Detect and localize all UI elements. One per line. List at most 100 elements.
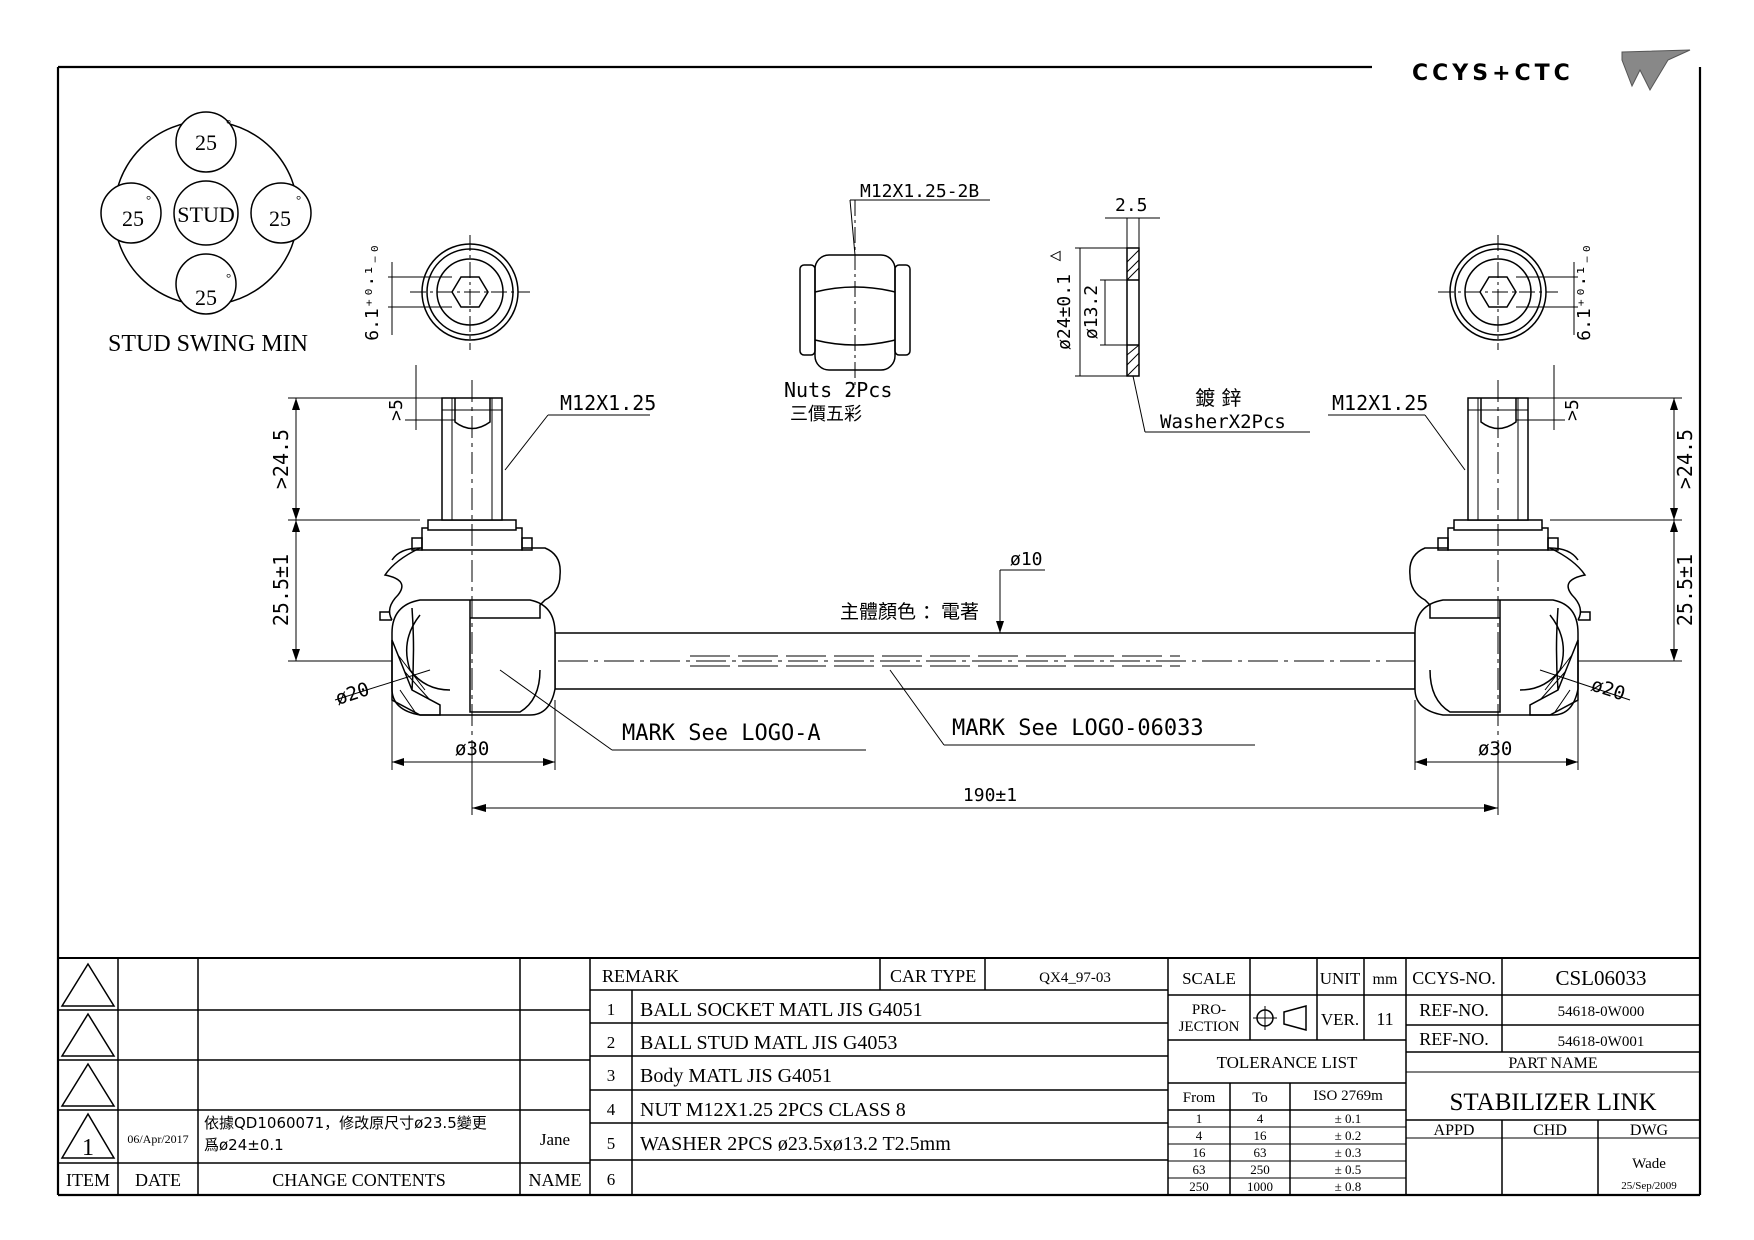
overall-length: 190±1 bbox=[963, 785, 1017, 806]
thread-length-dim-right: >24.5 bbox=[1673, 429, 1697, 489]
svg-text:PRO-: PRO- bbox=[1192, 1002, 1226, 1018]
bom-item-2: BALL STUD MATL JIS G4053 bbox=[640, 1032, 897, 1054]
header-date: DATE bbox=[135, 1170, 181, 1190]
mark-logo-a: MARK See LOGO-A bbox=[622, 721, 821, 746]
projection-symbol-icon bbox=[1253, 1005, 1307, 1031]
svg-text:3: 3 bbox=[607, 1066, 616, 1085]
svg-text:REF-NO.: REF-NO. bbox=[1419, 1000, 1489, 1020]
svg-text:± 0.1: ± 0.1 bbox=[1335, 1111, 1362, 1126]
remark-label: REMARK bbox=[602, 966, 679, 986]
stabilizer-link-main-view: >5 >24.5 25.5±1 M12X1.25 ø30 ø20 bbox=[269, 365, 1697, 815]
svg-text:1: 1 bbox=[1196, 1111, 1203, 1126]
svg-text:16: 16 bbox=[1254, 1128, 1268, 1143]
drawn-date: 25/Sep/2009 bbox=[1621, 1180, 1677, 1192]
part-name-label: PART NAME bbox=[1508, 1055, 1597, 1072]
unit-label: UNIT bbox=[1320, 969, 1361, 988]
svg-text:To: To bbox=[1252, 1090, 1268, 1106]
svg-text:1000: 1000 bbox=[1247, 1179, 1273, 1194]
tolerance-title: TOLERANCE LIST bbox=[1217, 1053, 1358, 1072]
svg-text:6: 6 bbox=[607, 1170, 616, 1189]
revision-name-1: Jane bbox=[540, 1130, 570, 1149]
car-type-value: QX4_97-03 bbox=[1039, 970, 1111, 986]
bom-item-3: Body MATL JIS G4051 bbox=[640, 1065, 832, 1087]
washer-revision-mark: △ bbox=[1044, 250, 1065, 261]
rod-diameter: ø10 bbox=[1010, 549, 1043, 570]
svg-text:1: 1 bbox=[607, 1000, 616, 1019]
svg-text:APPD: APPD bbox=[1434, 1122, 1475, 1139]
min-length-dim-right: >5 bbox=[1562, 399, 1583, 421]
svg-text:63: 63 bbox=[1193, 1162, 1206, 1177]
swing-angle-bottom: 25 bbox=[195, 285, 217, 310]
company-logo: CCYS+CTC bbox=[1412, 49, 1691, 92]
svg-text:ISO 2769m: ISO 2769m bbox=[1313, 1088, 1383, 1104]
washer-plating: 鍍 鋅 bbox=[1195, 386, 1241, 410]
nut-finish-label: 三價五彩 bbox=[790, 404, 862, 425]
nut-qty-label: Nuts 2Pcs bbox=[784, 378, 892, 402]
stud-top-view-right: 6.1⁺⁰·¹₋₀ bbox=[1438, 235, 1595, 350]
bom-item-1: BALL SOCKET MATL JIS G4051 bbox=[640, 999, 923, 1021]
svg-text:250: 250 bbox=[1189, 1179, 1209, 1194]
revision-change-1b: 爲ø24±0.1 bbox=[204, 1136, 284, 1154]
wrench-dim-right: 6.1⁺⁰·¹₋₀ bbox=[1574, 243, 1595, 341]
washer-qty: WasherX2Pcs bbox=[1160, 411, 1286, 433]
body-color-note: 主體顏色 ：電著 bbox=[840, 601, 979, 623]
revision-block: 1 06/Apr/2017 依據QD1060071，修改原尺寸ø23.5變更 爲… bbox=[58, 958, 591, 1195]
svg-text:JECTION: JECTION bbox=[1179, 1019, 1240, 1035]
svg-text:REF-NO.: REF-NO. bbox=[1419, 1029, 1489, 1049]
scale-label: SCALE bbox=[1182, 969, 1236, 988]
sheet-frame bbox=[56, 65, 1702, 1197]
svg-text:16: 16 bbox=[1193, 1145, 1207, 1160]
ball-dia-left: ø20 bbox=[333, 678, 372, 710]
part-name: STABILIZER LINK bbox=[1450, 1089, 1657, 1116]
title-block: CCYS-NO. CSL06033 REF-NO. 54618-0W000 RE… bbox=[1406, 958, 1700, 1195]
height-dim-right: 25.5±1 bbox=[1673, 554, 1697, 626]
unit-value: mm bbox=[1373, 971, 1398, 988]
ver-label: VER. bbox=[1321, 1010, 1359, 1029]
thread-length-dim-left: >24.5 bbox=[269, 429, 293, 489]
nut-thread-label: M12X1.25-2B bbox=[860, 181, 979, 202]
header-change: CHANGE CONTENTS bbox=[272, 1170, 446, 1190]
bom-item-4: NUT M12X1.25 2PCS CLASS 8 bbox=[640, 1099, 906, 1121]
wrench-dim-left: 6.1⁺⁰·¹₋₀ bbox=[362, 243, 383, 341]
washer-thickness: 2.5 bbox=[1115, 195, 1148, 216]
nut-view: M12X1.25-2B Nuts 2Pcs 三價五彩 bbox=[784, 181, 990, 425]
washer-view: 2.5 ø24±0.1 ø13.2 △ 鍍 鋅 WasherX2Pcs bbox=[1044, 195, 1310, 433]
swing-title: STUD SWING MIN bbox=[108, 331, 308, 357]
svg-text:From: From bbox=[1183, 1090, 1216, 1106]
stud-top-view-left: 6.1⁺⁰·¹₋₀ bbox=[362, 235, 530, 350]
svg-text:63: 63 bbox=[1254, 1145, 1267, 1160]
svg-text:°: ° bbox=[226, 116, 231, 131]
svg-text:250: 250 bbox=[1250, 1162, 1270, 1177]
svg-text:°: ° bbox=[296, 192, 301, 207]
svg-text:DWG: DWG bbox=[1630, 1122, 1669, 1139]
swing-angle-left: 25 bbox=[122, 206, 144, 231]
svg-text:CHD: CHD bbox=[1533, 1122, 1567, 1139]
svg-text:± 0.3: ± 0.3 bbox=[1335, 1145, 1362, 1160]
header-item: ITEM bbox=[66, 1170, 110, 1190]
min-length-dim-left: >5 bbox=[386, 399, 407, 421]
ref-number-1: 54618-0W000 bbox=[1558, 1004, 1645, 1020]
ball-dia-right: ø20 bbox=[1588, 674, 1627, 706]
stud-thread-left: M12X1.25 bbox=[560, 391, 656, 415]
ccys-number: CSL06033 bbox=[1555, 966, 1646, 990]
revision-change-1a: 依據QD1060071，修改原尺寸ø23.5變更 bbox=[204, 1114, 487, 1132]
swing-angle-top: 25 bbox=[195, 130, 217, 155]
ccys-label: CCYS-NO. bbox=[1412, 968, 1496, 988]
svg-text:± 0.2: ± 0.2 bbox=[1335, 1128, 1362, 1143]
svg-text:4: 4 bbox=[1257, 1111, 1264, 1126]
svg-text:°: ° bbox=[226, 270, 231, 285]
svg-text:°: ° bbox=[146, 192, 151, 207]
svg-text:2: 2 bbox=[607, 1033, 616, 1052]
svg-text:4: 4 bbox=[1196, 1128, 1203, 1143]
header-name: NAME bbox=[529, 1170, 582, 1190]
housing-dia-right: ø30 bbox=[1478, 738, 1512, 760]
revision-item-1: 1 bbox=[82, 1135, 94, 1161]
swing-center-label: STUD bbox=[177, 202, 234, 227]
svg-text:4: 4 bbox=[607, 1100, 616, 1119]
revision-date-1: 06/Apr/2017 bbox=[127, 1132, 188, 1146]
svg-text:5: 5 bbox=[607, 1134, 616, 1153]
svg-text:± 0.8: ± 0.8 bbox=[1335, 1179, 1362, 1194]
bom-block: REMARK CAR TYPE QX4_97-03 1 BALL SOCKET … bbox=[590, 958, 1169, 1195]
car-type-label: CAR TYPE bbox=[890, 966, 976, 986]
